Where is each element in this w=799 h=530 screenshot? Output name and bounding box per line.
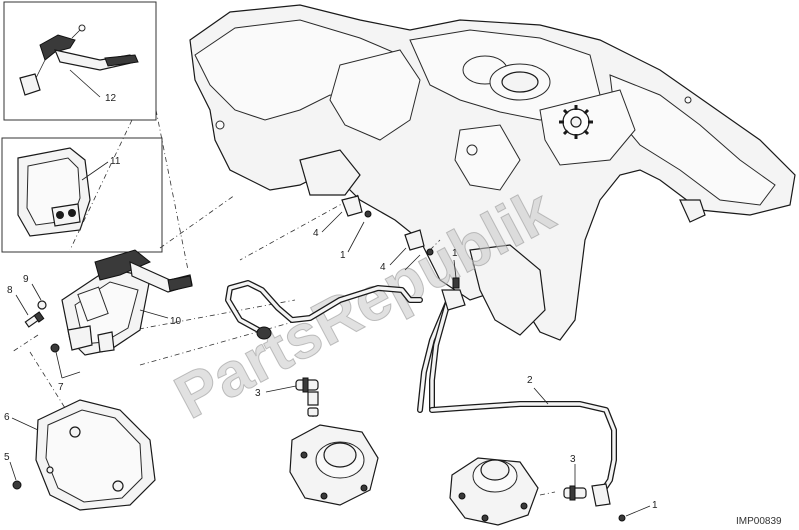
callout-9: 9 — [23, 274, 29, 285]
reference-code: IMP00839 — [736, 516, 782, 527]
callout-6: 6 — [4, 412, 10, 423]
callout-3-left: 3 — [255, 388, 261, 399]
screw-9 — [31, 283, 47, 310]
screw-8 — [15, 294, 45, 328]
callout-4-left: 4 — [313, 228, 319, 239]
callout-2: 2 — [527, 375, 533, 386]
callout-4-right: 4 — [380, 262, 386, 273]
hose-vertical — [417, 289, 466, 413]
pump-cover — [11, 399, 156, 511]
fuel-tank — [189, 4, 796, 341]
fitting-3-left — [265, 377, 319, 406]
fitting-3-right — [563, 464, 587, 501]
callout-5: 5 — [4, 452, 10, 463]
screw-5 — [9, 461, 22, 490]
hose-2 — [429, 387, 617, 495]
callout-3-right: 3 — [570, 454, 576, 465]
callout-1-bottom: 1 — [652, 500, 658, 511]
clamp-4-right — [389, 229, 460, 289]
inset-frame-11 — [1, 137, 163, 253]
gear-icon — [559, 105, 593, 139]
filter-right — [449, 457, 539, 526]
callout-11: 11 — [110, 156, 121, 167]
hose-upper — [225, 280, 423, 340]
nut-7 — [50, 343, 81, 379]
callout-8: 8 — [7, 285, 13, 296]
filter-left — [289, 407, 379, 506]
inset-frame-12 — [3, 1, 157, 121]
fuel-pump-assembly — [61, 249, 193, 356]
connector-1-bottom — [591, 483, 651, 522]
callout-12: 12 — [105, 93, 117, 104]
callout-1-right: 1 — [452, 248, 458, 259]
callout-1-left: 1 — [340, 250, 346, 261]
callout-7: 7 — [58, 382, 64, 393]
callout-10: 10 — [170, 316, 182, 327]
clamp-4-left — [321, 195, 372, 253]
